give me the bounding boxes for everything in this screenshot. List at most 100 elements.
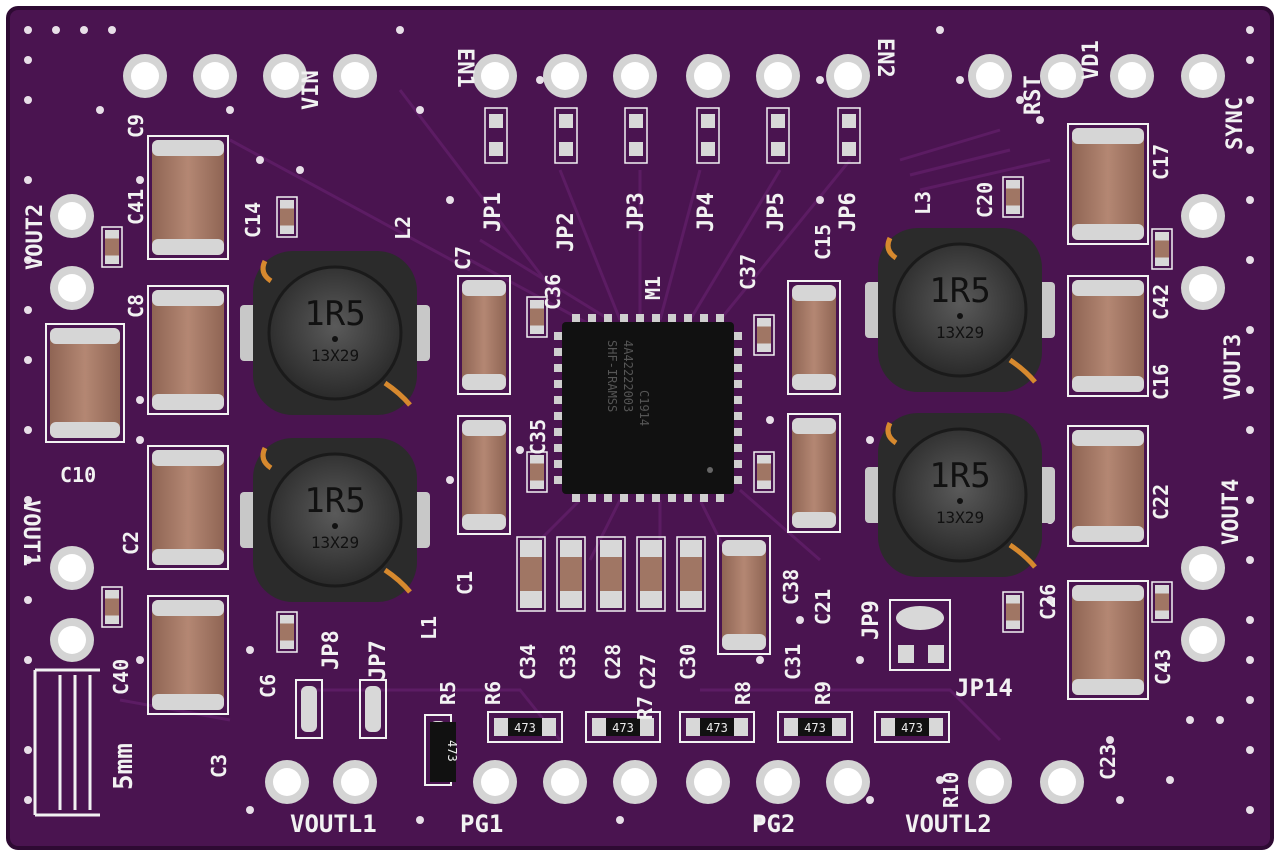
capacitor-2 bbox=[147, 285, 229, 415]
resistor-marking: 473 bbox=[514, 721, 536, 735]
small-cap-4 bbox=[753, 314, 775, 356]
silk-label: JP7 bbox=[366, 640, 391, 680]
silk-label: C8 bbox=[124, 294, 148, 318]
resistor-2: 473 bbox=[585, 711, 661, 743]
via-field bbox=[24, 26, 1254, 824]
solder-jumper-2 bbox=[359, 679, 387, 739]
silk-label: JP6 bbox=[836, 192, 861, 232]
silk-label: R7 bbox=[633, 696, 657, 720]
silk-label: JP8 bbox=[319, 630, 344, 670]
silk-label: C23 bbox=[1096, 744, 1120, 780]
silk-label: C26 bbox=[1036, 584, 1060, 620]
capacitor-4 bbox=[147, 445, 229, 570]
silk-label: L1 bbox=[417, 616, 441, 640]
silk-label: VD1 bbox=[1079, 40, 1104, 80]
jp9-pad bbox=[889, 599, 951, 671]
small-cap-1 bbox=[276, 196, 298, 238]
capacitor-9 bbox=[787, 413, 841, 533]
silk-label: VOUT3 bbox=[1221, 334, 1246, 400]
inductor-1: 1R5 13X29 bbox=[240, 251, 430, 415]
jumper-pad-5 bbox=[766, 107, 790, 164]
silk-label: C38 bbox=[779, 569, 803, 605]
silk-label: C1 bbox=[453, 571, 477, 595]
capacitor-11 bbox=[1067, 123, 1149, 245]
silk-label: VIN bbox=[299, 70, 324, 110]
scale-label: 5mm bbox=[109, 743, 139, 790]
silk-label: C2 bbox=[119, 531, 143, 555]
inductor-marking-code: 13X29 bbox=[311, 346, 359, 365]
small-cap-6 bbox=[753, 451, 775, 493]
silk-label: JP9 bbox=[859, 600, 884, 640]
silk-label: JP14 bbox=[955, 674, 1013, 702]
header-holes bbox=[50, 54, 1225, 804]
silk-label: C6 bbox=[256, 674, 280, 698]
chip-marking-1: SHF-IRAMSS bbox=[605, 340, 619, 412]
inductor-marking-value: 1R5 bbox=[304, 481, 365, 521]
cap-row-5 bbox=[676, 536, 706, 612]
small-cap-5 bbox=[526, 451, 548, 493]
silk-label: EN1 bbox=[452, 48, 477, 88]
main-ic: SHF-IRAMSS 4A42222003 C1914 bbox=[554, 314, 742, 502]
capacitor-13 bbox=[1067, 425, 1149, 547]
silk-label: C28 bbox=[601, 644, 625, 680]
silk-label: JP1 bbox=[481, 192, 506, 232]
silk-label: JP5 bbox=[764, 192, 789, 232]
resistor-r5: 473 bbox=[430, 722, 459, 782]
capacitors bbox=[45, 123, 1149, 715]
small-cap-9 bbox=[101, 586, 123, 628]
jumper-pad-4 bbox=[696, 107, 720, 164]
small-cap-12 bbox=[1151, 581, 1173, 623]
inductor-marking-value: 1R5 bbox=[929, 271, 990, 311]
inductor-marking-value: 1R5 bbox=[929, 456, 990, 496]
inductor-4: 1R5 13X29 bbox=[865, 413, 1055, 577]
inductor-marking-code: 13X29 bbox=[311, 533, 359, 552]
small-cap-8 bbox=[1151, 228, 1173, 270]
silk-label: L3 bbox=[911, 191, 935, 215]
copper-traces bbox=[119, 89, 1051, 742]
resistor-marking: 473 bbox=[901, 721, 923, 735]
capacitor-3 bbox=[45, 323, 125, 443]
resistor-marking: 473 bbox=[612, 721, 634, 735]
silk-label: C16 bbox=[1149, 364, 1173, 400]
silk-label: VOUTL2 bbox=[905, 810, 992, 838]
silk-label: C9 bbox=[124, 114, 148, 138]
chip-marking-2: 4A42222003 bbox=[621, 340, 635, 412]
silk-label: C37 bbox=[736, 254, 760, 290]
capacitor-6 bbox=[457, 275, 511, 395]
small-cap-10 bbox=[276, 611, 298, 653]
silk-label: C42 bbox=[1149, 284, 1173, 320]
silk-label: C10 bbox=[60, 463, 96, 487]
inductor-marking-value: 1R5 bbox=[304, 294, 365, 334]
silk-label: C7 bbox=[451, 246, 475, 270]
silk-label: JP4 bbox=[694, 192, 719, 232]
silk-label: JP2 bbox=[554, 212, 579, 252]
scale-bar bbox=[33, 668, 100, 817]
inductor-marking-code: 13X29 bbox=[936, 508, 984, 527]
silk-label: R10 bbox=[939, 772, 963, 808]
silk-label: C33 bbox=[556, 644, 580, 680]
resistor-marking: 473 bbox=[445, 740, 459, 762]
silk-label: PG1 bbox=[460, 810, 503, 838]
chip-marking-3: C1914 bbox=[637, 390, 651, 426]
silk-label: C41 bbox=[124, 189, 148, 225]
capacitor-8 bbox=[787, 280, 841, 395]
cap-row-1 bbox=[516, 536, 546, 612]
silk-label: VOUTL1 bbox=[290, 810, 377, 838]
silk-label: C31 bbox=[781, 644, 805, 680]
resistor-4: 473 bbox=[777, 711, 853, 743]
silk-label: C20 bbox=[973, 182, 997, 218]
silk-label: VOUT4 bbox=[1219, 479, 1244, 545]
cap-row-2 bbox=[556, 536, 586, 612]
silk-label: C36 bbox=[541, 274, 565, 310]
silk-label: C27 bbox=[636, 654, 660, 690]
silk-label: C40 bbox=[109, 659, 133, 695]
jumper-pad-2 bbox=[554, 107, 578, 164]
capacitor-12 bbox=[1067, 275, 1149, 397]
silk-label: PG2 bbox=[752, 810, 795, 838]
silk-label: R5 bbox=[436, 681, 460, 705]
